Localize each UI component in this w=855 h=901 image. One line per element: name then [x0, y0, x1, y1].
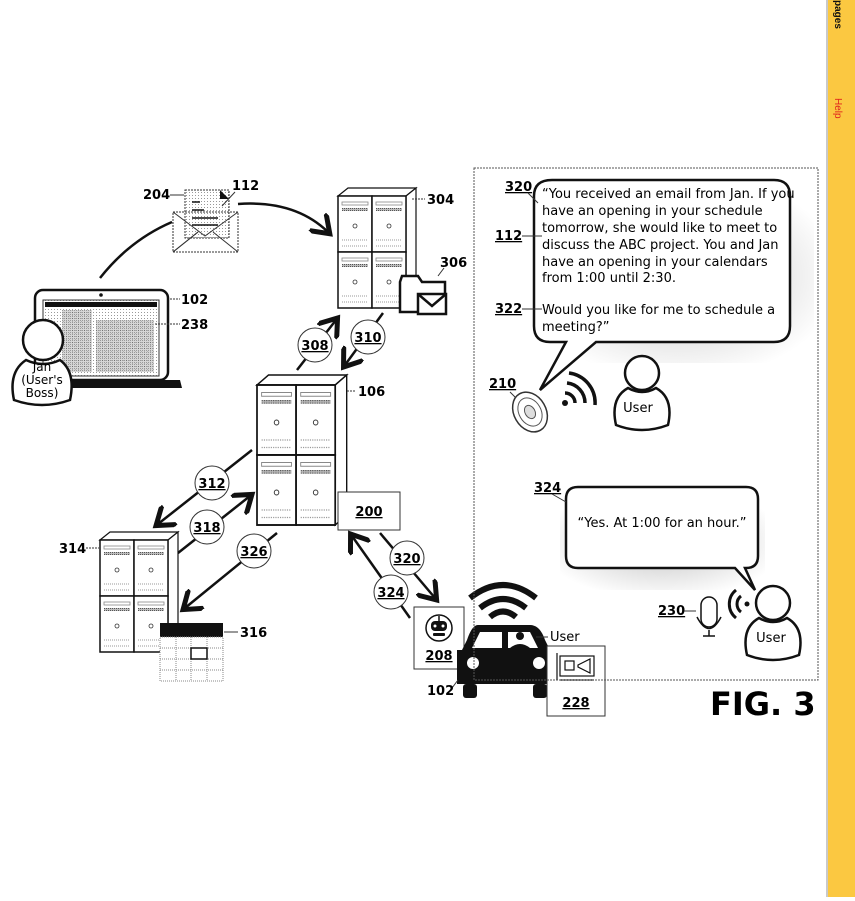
car-icon [457, 625, 555, 698]
assistant-question-2: meeting?” [542, 320, 610, 335]
label-316: 316 [240, 626, 267, 641]
label-320-arrow: 320 [393, 552, 420, 567]
label-310: 310 [354, 331, 381, 346]
email-envelope-icon [172, 189, 239, 253]
label-102-car: 102 [427, 684, 454, 699]
sound-waves-icon [562, 371, 597, 406]
label-106: 106 [358, 385, 385, 400]
conversation-panel [473, 167, 819, 681]
label-324-panel: 324 [534, 481, 561, 496]
assistant-speech-bubble [532, 178, 792, 391]
jan-role-1: (User's [21, 373, 63, 387]
sound-card-icon [556, 653, 595, 681]
calendar-icon [159, 623, 224, 682]
mail-folder-icon [398, 274, 448, 316]
label-312: 312 [198, 477, 225, 492]
label-238: 238 [181, 318, 208, 333]
jan-role-2: Boss) [26, 386, 59, 400]
user-label-bottom: User [756, 631, 786, 646]
label-308: 308 [301, 339, 328, 354]
assistant-line-1: “You received an email from Jan. If you [542, 187, 795, 202]
user-reply-text: “Yes. At 1:00 for an hour.” [578, 516, 747, 531]
user-label-top: User [623, 401, 653, 416]
sound-waves-icon-user [727, 588, 750, 620]
sidebar-link-pages[interactable]: pages [832, 0, 843, 29]
label-318: 318 [193, 521, 220, 536]
figure-title: FIG. 3 [710, 685, 816, 723]
label-230: 230 [658, 604, 685, 619]
label-306: 306 [440, 256, 467, 271]
wifi-icon [468, 582, 538, 620]
server-rack-icon-106 [257, 375, 347, 525]
label-314: 314 [59, 542, 86, 557]
component-200-box [337, 491, 401, 531]
patent-figure: 204 112 102 238 Jan (User's Boss) 304 30… [11, 167, 819, 723]
person-icon-user-bottom [744, 584, 802, 662]
label-204: 204 [143, 188, 170, 203]
person-icon: Jan (User's Boss) [11, 318, 73, 407]
label-326: 326 [240, 545, 267, 560]
sidebar-link-help[interactable]: Help [832, 98, 843, 119]
user-speech-bubble [564, 485, 760, 591]
label-228: 228 [562, 696, 589, 711]
label-112-panel: 112 [495, 229, 522, 244]
person-icon-user-top [613, 354, 671, 432]
assistant-question-1: Would you like for me to schedule a [542, 303, 775, 318]
label-322-panel: 322 [495, 302, 522, 317]
label-208: 208 [425, 649, 452, 664]
jan-name: Jan [32, 360, 52, 374]
robot-icon [425, 614, 453, 642]
car-user-label: User [550, 630, 580, 645]
assistant-line-3: tomorrow, she would like to meet to [542, 221, 777, 236]
label-324-arrow: 324 [377, 586, 404, 601]
assistant-line-6: from 1:00 until 2:30. [542, 271, 676, 286]
label-210: 210 [489, 377, 516, 392]
label-304: 304 [427, 193, 454, 208]
microphone-icon [696, 596, 722, 637]
assistant-line-2: have an opening in your schedule [542, 204, 763, 219]
label-102-laptop: 102 [181, 293, 208, 308]
label-320-panel: 320 [505, 180, 532, 195]
assistant-line-5: have an opening in your calendars [542, 255, 768, 270]
label-112: 112 [232, 179, 259, 194]
label-200: 200 [355, 505, 382, 520]
assistant-line-4: discuss the ABC project. You and Jan [542, 238, 779, 253]
sidebar: pages Help [826, 0, 855, 897]
speaker-icon [511, 391, 549, 433]
